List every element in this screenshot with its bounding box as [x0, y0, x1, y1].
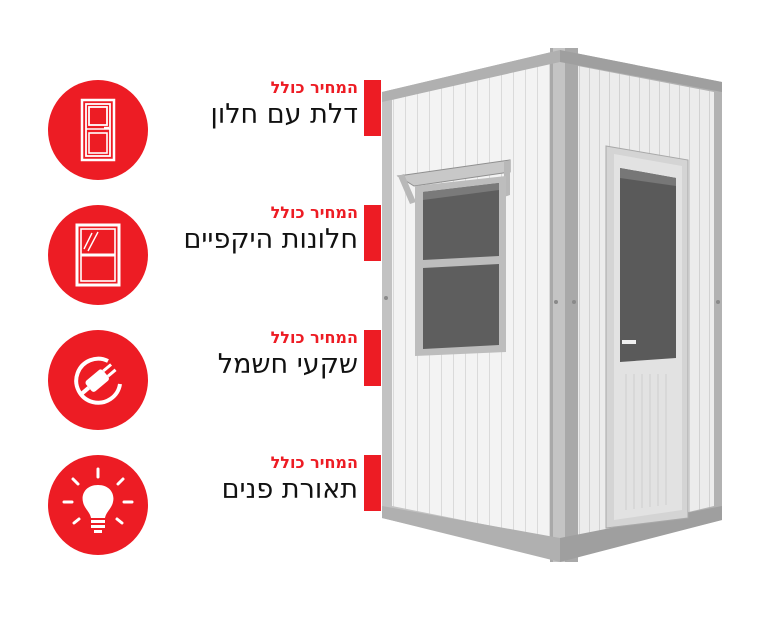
feature-title: תאורת פנים	[221, 474, 358, 505]
door-glass	[620, 168, 676, 362]
feature-caption: המחיר כולל שקעי חשמל	[218, 328, 358, 382]
feature-kicker: המחיר כולל	[270, 328, 358, 347]
feature-title: שקעי חשמל	[217, 349, 358, 380]
guard-booth-illustration	[382, 48, 722, 562]
feature-caption: המחיר כולל דלת עם חלון	[210, 78, 358, 132]
accent-bar	[364, 205, 381, 261]
feature-power-outlets: המחיר כולל שקעי חשמל	[48, 328, 384, 430]
window-icon	[48, 205, 148, 305]
feature-door-with-window: המחיר כולל דלת עם חלון	[48, 78, 384, 180]
feature-caption: המחיר כולל תאורת פנים	[222, 453, 358, 507]
door-icon	[48, 80, 148, 180]
light-bulb-icon	[48, 455, 148, 555]
window-glass-bottom	[423, 264, 499, 349]
window-glass-top	[423, 183, 499, 260]
power-plug-icon	[48, 330, 148, 430]
feature-kicker: המחיר כולל	[270, 453, 358, 472]
accent-bar	[364, 330, 381, 386]
feature-caption: המחיר כולל חלונות היקפיים	[183, 203, 358, 257]
feature-kicker: המחיר כולל	[270, 78, 358, 97]
accent-bar	[364, 80, 381, 136]
feature-title: דלת עם חלון	[210, 99, 358, 130]
accent-bar	[364, 455, 381, 511]
feature-perimeter-windows: המחיר כולל חלונות היקפיים	[48, 203, 384, 305]
feature-interior-lighting: המחיר כולל תאורת פנים	[48, 453, 384, 555]
feature-title: חלונות היקפיים	[183, 224, 358, 255]
feature-kicker: המחיר כולל	[270, 203, 358, 222]
